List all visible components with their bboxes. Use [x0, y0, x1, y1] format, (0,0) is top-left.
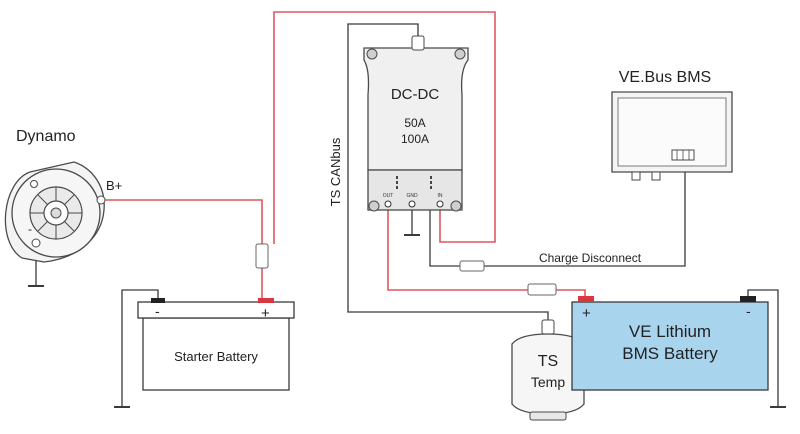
fuse-starter — [255, 243, 269, 269]
dynamo-minus-label: - — [28, 222, 32, 236]
signal-and-ground-wires — [35, 23, 779, 406]
dcdc-mount-bl — [368, 200, 380, 212]
lithium-battery-body — [571, 301, 769, 391]
starter-battery: - + Starter Battery — [137, 298, 295, 391]
dcdc-mount-tl — [366, 48, 378, 60]
dcdc-amps-2: 100A — [401, 132, 429, 146]
ts-label-line2: Temp — [531, 374, 565, 390]
wire-dynamo-to-starter — [105, 199, 263, 244]
wire-fuse-to-lithium-plus — [556, 289, 586, 298]
dcdc-mount-tr — [454, 48, 466, 60]
starter-minus-label: - — [155, 303, 160, 319]
dcdc-title: DC-DC — [391, 86, 439, 103]
vebus-bms: VE.Bus BMS — [611, 69, 733, 181]
ts-label-line1: TS — [538, 353, 558, 370]
dcdc-term-gnd: GND — [406, 193, 418, 199]
dynamo-label: Dynamo — [16, 128, 76, 145]
dcdc-term-out: OUT — [383, 193, 394, 199]
wire-dcdc-out-to-lithium — [387, 210, 528, 291]
ts-connector — [541, 319, 555, 335]
vebus-bms-plug-right — [651, 171, 661, 181]
dcdc-amps-1: 50A — [404, 116, 425, 130]
dynamo-top-terminal — [30, 180, 38, 188]
wire-charge-disconnect-b — [429, 210, 460, 267]
dynamo: Dynamo B+ - — [4, 128, 122, 263]
dcdc-body — [363, 47, 469, 171]
starter-negative-post — [151, 298, 165, 303]
lithium-label-line1: VE Lithium — [629, 322, 711, 341]
lithium-negative-post — [740, 296, 756, 302]
wire-ts-canbus — [347, 23, 549, 322]
wire-starter-to-dcdc — [273, 11, 496, 244]
dynamo-bplus-terminal — [96, 195, 106, 205]
vebus-bms-face — [617, 97, 727, 167]
dynamo-minus-terminal — [31, 238, 41, 248]
dcdc-can-connector — [411, 35, 425, 51]
starter-plus-label: + — [261, 305, 270, 322]
lithium-minus-label: - — [746, 303, 751, 319]
starter-battery-label: Starter Battery — [174, 349, 258, 364]
fuse-lithium — [527, 283, 557, 296]
ground-symbols — [28, 234, 786, 408]
dynamo-bplus-label: B+ — [106, 178, 122, 193]
wire-lithium-ground — [747, 289, 779, 406]
ts-base — [529, 411, 567, 421]
lithium-battery: + - VE Lithium BMS Battery — [571, 296, 769, 391]
starter-battery-lid — [137, 301, 295, 319]
dcdc-out-terminal — [384, 200, 392, 208]
dcdc-converter: DC-DC 50A 100A OUT GND IN — [363, 35, 469, 212]
positive-wires — [105, 11, 586, 300]
dcdc-term-in: IN — [438, 193, 443, 199]
dcdc-mount-br — [450, 200, 462, 212]
dynamo-shaft — [50, 207, 62, 219]
dcdc-gnd-terminal — [408, 200, 416, 208]
vebus-bms-label: VE.Bus BMS — [619, 69, 711, 86]
dcdc-in-terminal — [436, 200, 444, 208]
lithium-label-line2: BMS Battery — [622, 344, 718, 363]
ts-canbus-label: TS CANbus — [328, 137, 343, 206]
wire-starter-ground — [121, 289, 159, 406]
fuses — [255, 243, 557, 296]
wire-charge-disconnect — [484, 162, 686, 267]
lithium-positive-post — [578, 296, 594, 302]
ts-temp-sensor: TS Temp — [511, 319, 585, 421]
starter-positive-post — [258, 298, 274, 303]
vebus-bms-plug-left — [631, 171, 641, 181]
charge-disconnect-label: Charge Disconnect — [539, 251, 642, 265]
lithium-plus-label: + — [582, 305, 591, 322]
fuse-charge-disconnect — [459, 260, 485, 272]
